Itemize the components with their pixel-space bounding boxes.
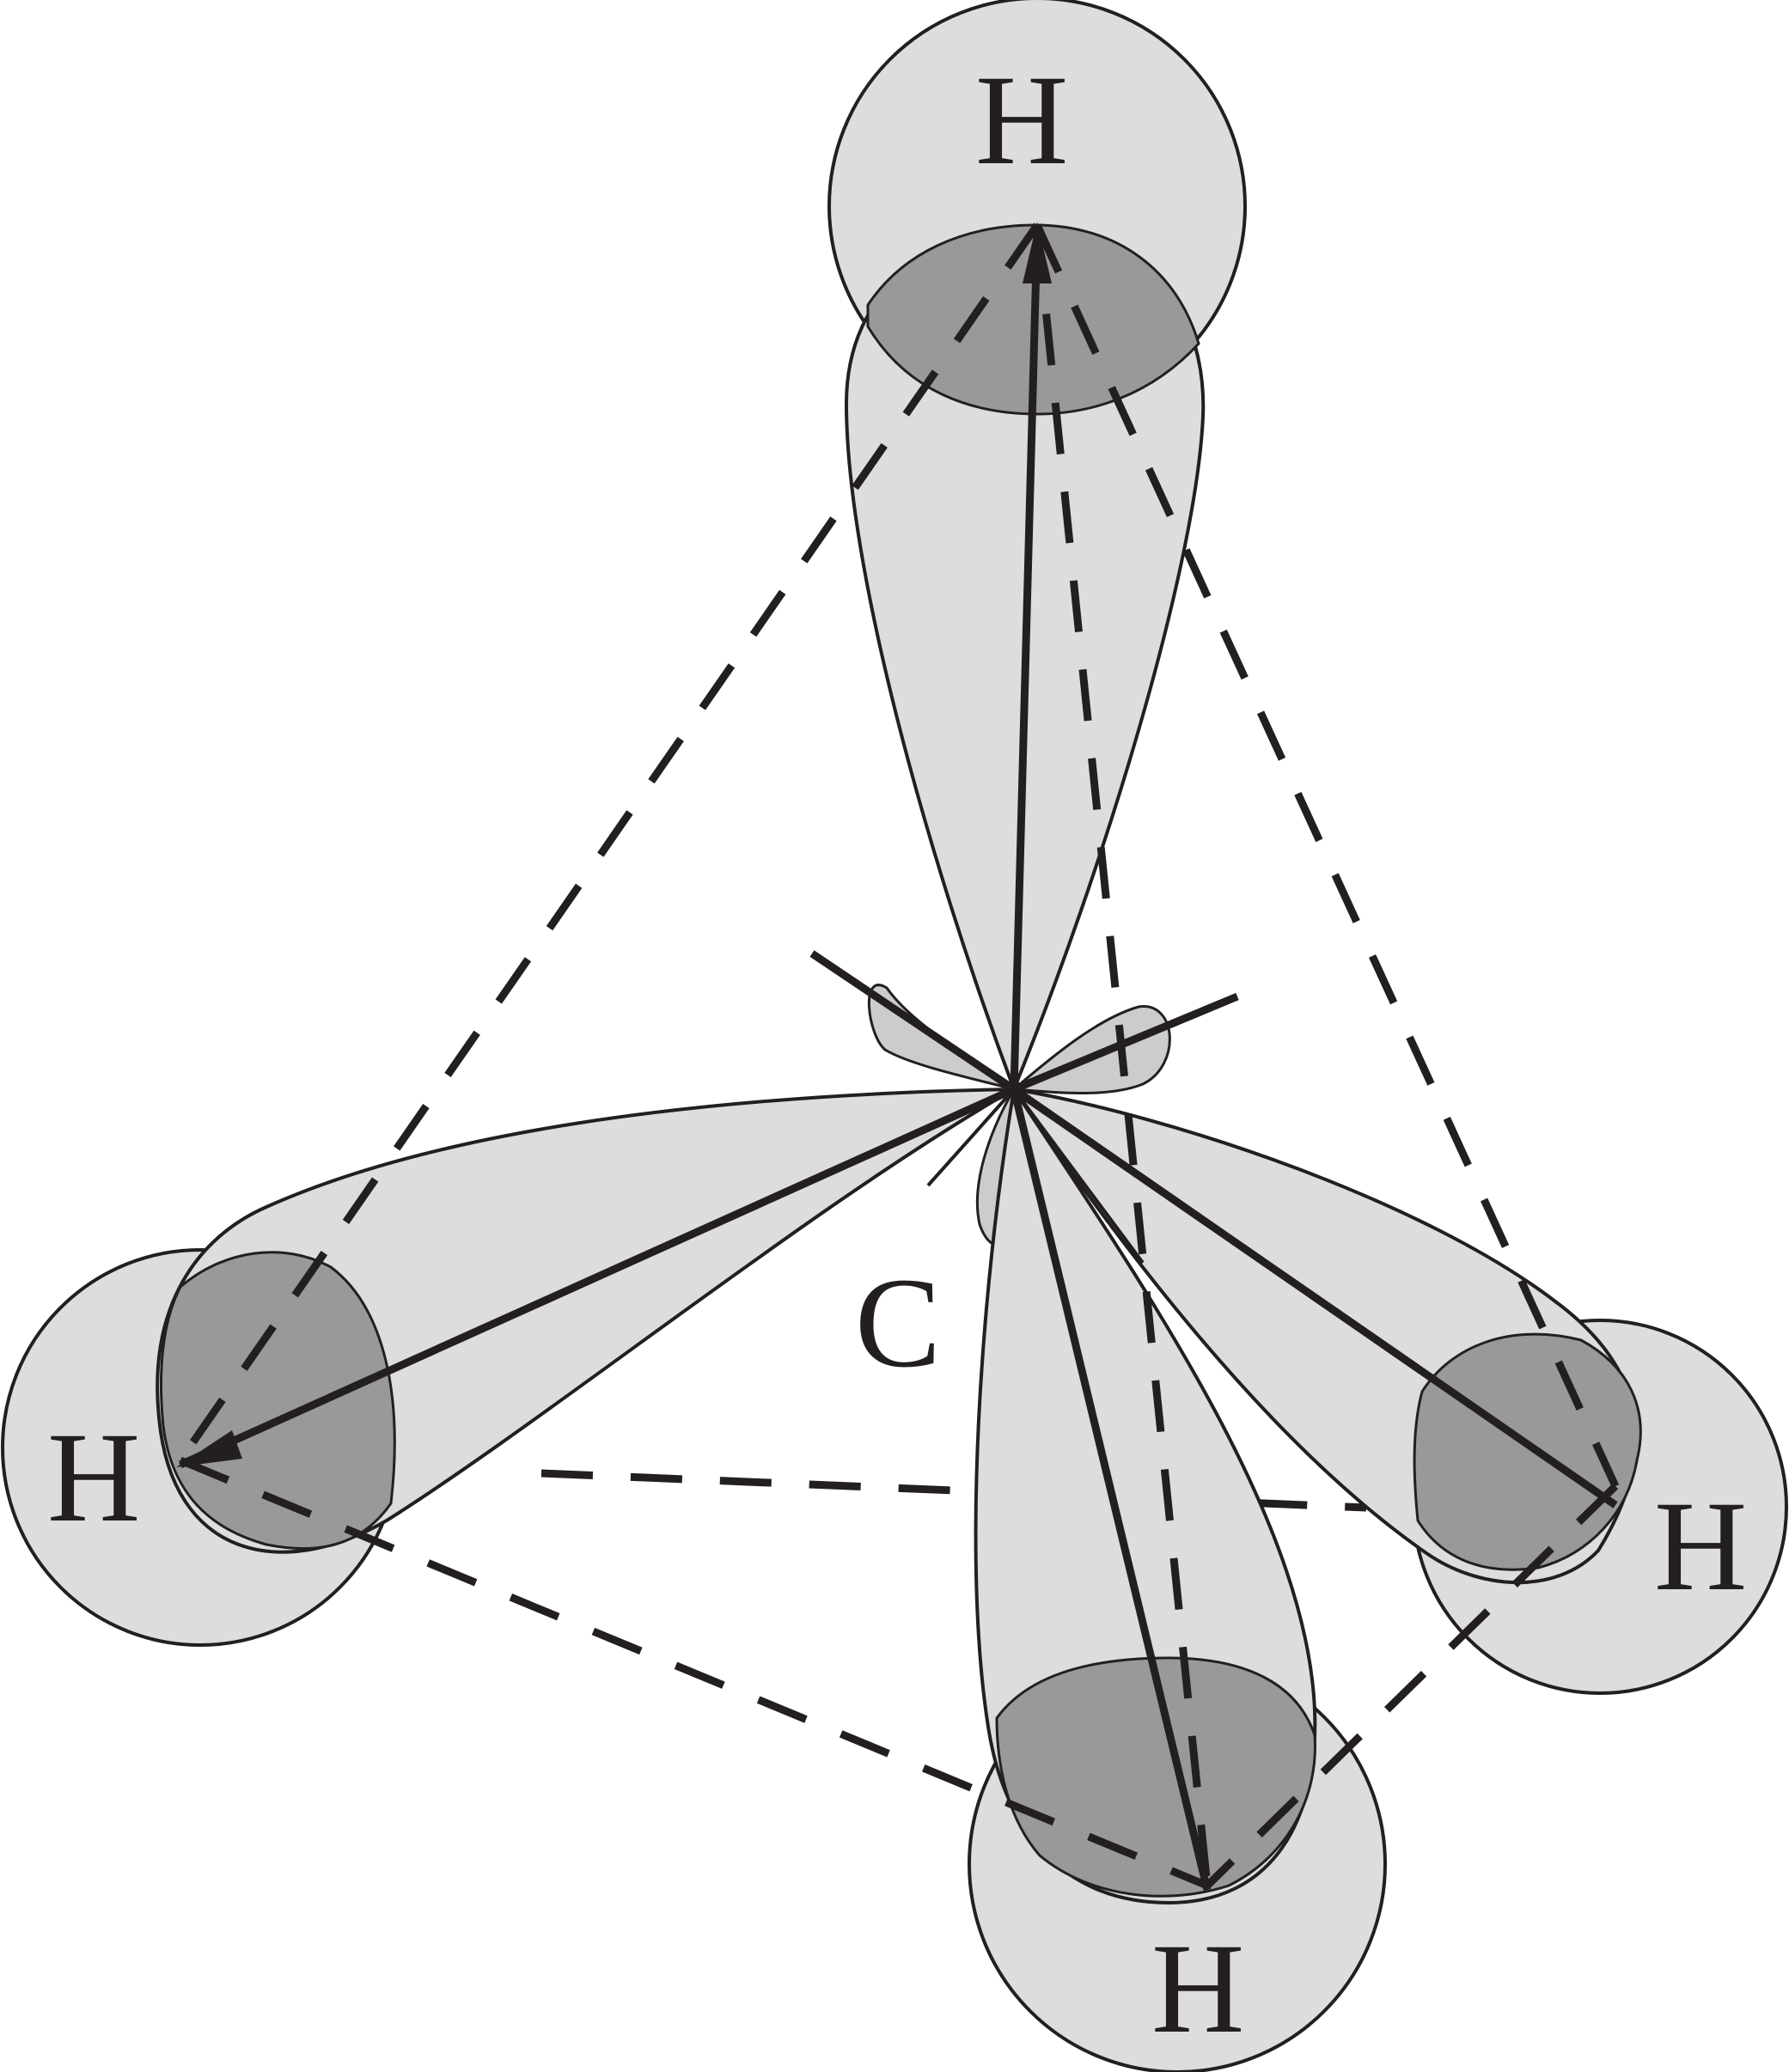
ch-bonds — [179, 231, 1618, 1892]
bond-right — [1011, 1086, 1618, 1508]
bond-stub-right — [1012, 992, 1239, 1094]
carbon-nucleus — [1005, 1081, 1023, 1098]
hydrogen-label-bottom: H — [1151, 1917, 1244, 2060]
tetrahedron-back-edge — [540, 1469, 1367, 1512]
bond-bottom — [1010, 1088, 1212, 1892]
overlap-right — [1413, 1332, 1642, 1571]
arrowhead-top — [1023, 222, 1052, 283]
bond-top — [1010, 231, 1041, 1090]
sp3-lobes — [156, 225, 1638, 1905]
hydrogen-label-right: H — [1654, 1475, 1747, 1618]
bond-left — [179, 1085, 1016, 1469]
hydrogen-label-top: H — [975, 49, 1068, 192]
arrowheads — [176, 222, 1052, 1467]
hydrogen-label-left: H — [47, 1406, 140, 1549]
carbon-label: C — [855, 1252, 941, 1394]
arrowhead-left — [176, 1430, 242, 1467]
bond-stub-left — [809, 950, 1017, 1093]
tetrahedron-edges — [177, 222, 1620, 1890]
overlap-bottom — [995, 1656, 1316, 1898]
